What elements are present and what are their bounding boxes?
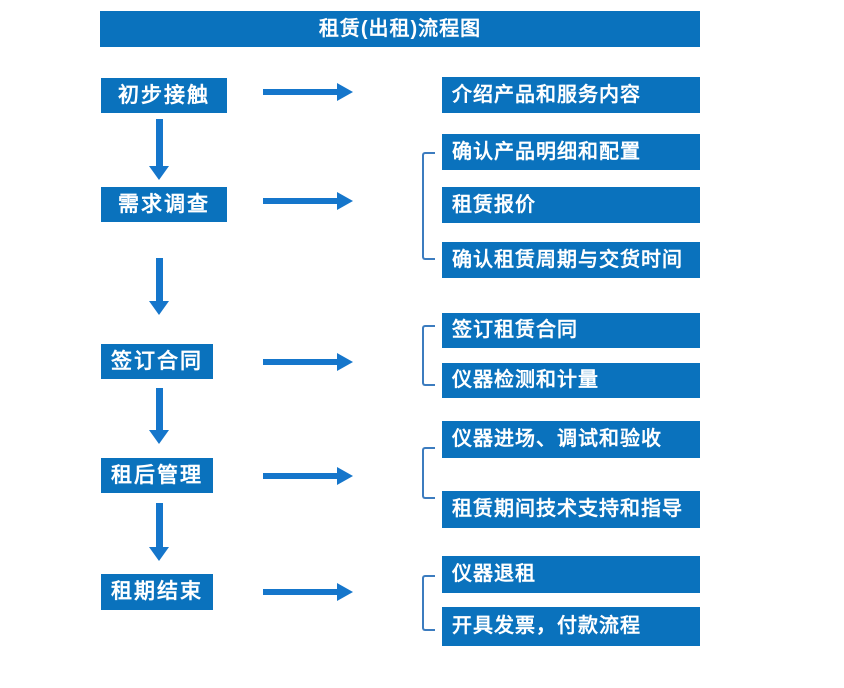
down-arrow-shaft [156, 503, 163, 547]
down-arrow-head [149, 166, 169, 180]
right-arrow-shaft [263, 589, 337, 595]
right-arrow-head [337, 192, 353, 210]
right-arrow-icon [263, 192, 353, 210]
right-arrow-icon [263, 353, 353, 371]
output-box-rental-quote: 租赁报价 [442, 187, 700, 223]
down-arrow-shaft [156, 388, 163, 430]
down-arrow-head [149, 301, 169, 315]
output-box-sign-rental-contract: 签订租赁合同 [442, 313, 700, 348]
down-arrow-head [149, 547, 169, 561]
group-bracket-demand-survey [422, 152, 435, 260]
output-box-instrument-setup: 仪器进场、调试和验收 [442, 421, 700, 458]
right-arrow-head [337, 83, 353, 101]
step-box-demand-survey: 需求调查 [101, 187, 227, 222]
group-bracket-lease-end [422, 575, 435, 631]
step-box-initial-contact: 初步接触 [101, 78, 227, 113]
output-box-confirm-period: 确认租赁周期与交货时间 [442, 242, 700, 278]
right-arrow-head [337, 583, 353, 601]
group-bracket-sign-contract [422, 325, 435, 386]
output-box-introduce-products: 介绍产品和服务内容 [442, 77, 700, 113]
down-arrow-head [149, 430, 169, 444]
output-box-instrument-return: 仪器退租 [442, 556, 700, 593]
down-arrow-icon [149, 388, 169, 444]
step-box-post-rental-mgmt: 租后管理 [101, 458, 213, 493]
right-arrow-icon [263, 467, 353, 485]
output-box-invoice-payment: 开具发票，付款流程 [442, 607, 700, 646]
down-arrow-shaft [156, 258, 163, 301]
down-arrow-shaft [156, 119, 163, 166]
flowchart-title: 租赁(出租)流程图 [100, 11, 700, 47]
right-arrow-shaft [263, 359, 337, 365]
right-arrow-icon [263, 583, 353, 601]
output-box-confirm-details: 确认产品明细和配置 [442, 134, 700, 170]
right-arrow-head [337, 353, 353, 371]
step-box-sign-contract: 签订合同 [101, 344, 213, 379]
down-arrow-icon [149, 258, 169, 315]
group-bracket-post-rental-mgmt [422, 447, 435, 499]
right-arrow-icon [263, 83, 353, 101]
output-box-tech-support: 租赁期间技术支持和指导 [442, 491, 700, 528]
down-arrow-icon [149, 503, 169, 561]
step-box-lease-end: 租期结束 [101, 574, 213, 610]
right-arrow-shaft [263, 473, 337, 479]
right-arrow-head [337, 467, 353, 485]
right-arrow-shaft [263, 198, 337, 204]
right-arrow-shaft [263, 89, 337, 95]
output-box-instrument-testing: 仪器检测和计量 [442, 363, 700, 398]
down-arrow-icon [149, 119, 169, 180]
